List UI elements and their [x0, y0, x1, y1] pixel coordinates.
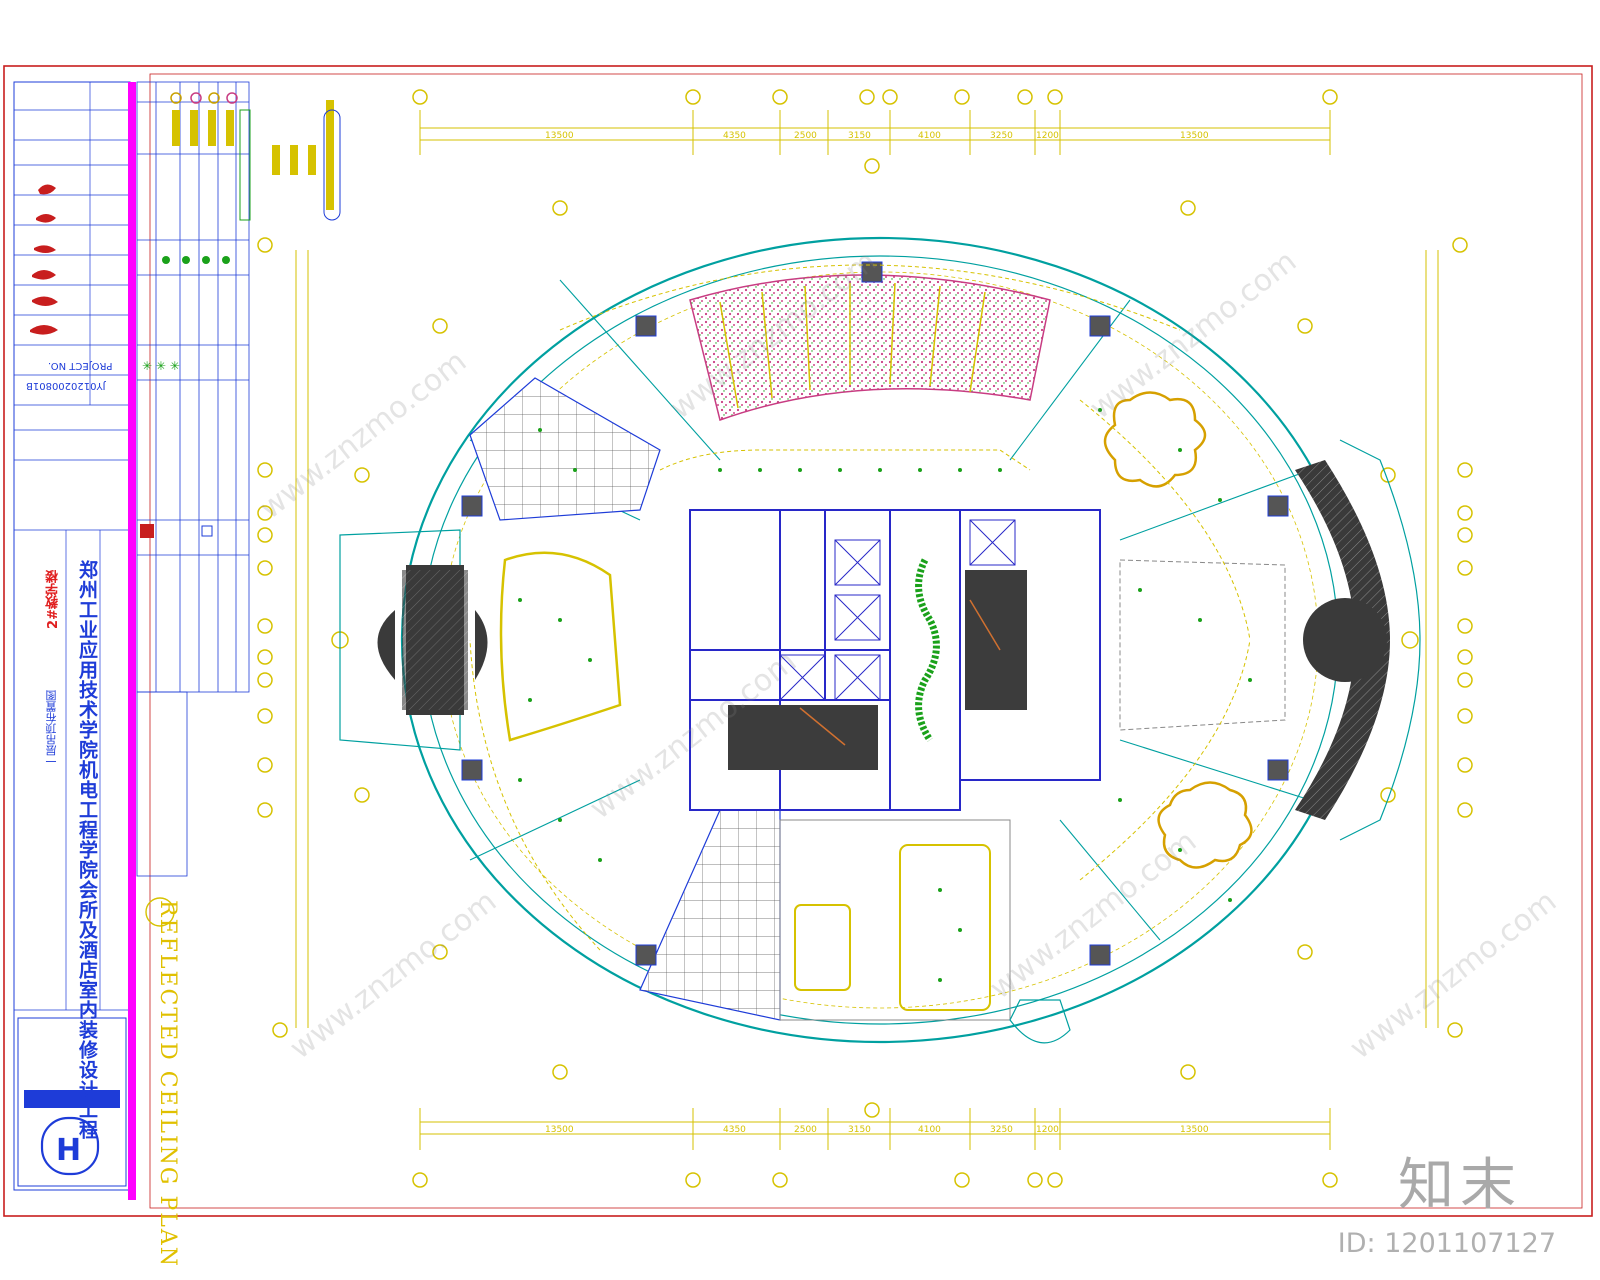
core-dark-rooms: [728, 570, 1027, 770]
wm-url-1: www.znzmo.com: [253, 344, 473, 526]
dim-top-6: 1200: [1036, 131, 1059, 141]
light-fixtures: [518, 408, 1252, 982]
grid-ceiling-upper-left: [469, 377, 661, 521]
wm-url-7: www.znzmo.com: [1343, 884, 1563, 1066]
dim-top-4: 4100: [918, 131, 941, 141]
drawing-number: JY0120200801B: [26, 380, 106, 391]
wm-url-3: www.znzmo.com: [1083, 244, 1303, 426]
drawing-title-en: REFLECTED CEILING PLAN: [155, 900, 180, 1269]
wm-url-6: www.znzmo.com: [283, 884, 503, 1066]
lower-rooms: [779, 819, 1011, 1021]
grid-ceiling-lower-left: [639, 809, 781, 1021]
watermark-brand: 知末: [1398, 1153, 1522, 1218]
dim-top-7: 13500: [1180, 131, 1209, 141]
grid-axis-bubbles: [257, 89, 1473, 1188]
cove-lighting-lines: [469, 264, 1251, 951]
title-block: [13, 81, 131, 1191]
watermark-id: ID: 1201107127: [1337, 1228, 1556, 1259]
project-code-label: PROJECT NO.: [48, 360, 113, 371]
dim-bottom-3: 3150: [848, 1125, 871, 1135]
west-entrance: [339, 529, 488, 751]
floor-label: 2#教学楼: [46, 570, 61, 629]
dim-top-0: 13500: [545, 131, 574, 141]
right-hall-outline: [1119, 559, 1286, 731]
company-logo-icon: H: [24, 1090, 120, 1176]
cloud-feature-top: [1103, 391, 1207, 488]
legend-table: [136, 81, 250, 877]
signature-marks: [30, 184, 58, 335]
magenta-bar: [128, 82, 136, 1200]
sheet-frame: [3, 65, 1593, 1217]
top-dimension-labels: 13500 4350 2500 3150 4100 3250 1200 1350…: [545, 131, 1209, 141]
elevator-shafts: [779, 519, 1016, 701]
feature-ribs: [719, 282, 986, 409]
east-entrance: [1295, 439, 1421, 841]
bottom-dimension-chain: [419, 1108, 1331, 1150]
drawing-index-bubble: [145, 897, 175, 927]
left-lobby-ceiling: [499, 551, 622, 742]
svg-text:✳ ✳ ✳: ✳ ✳ ✳: [142, 359, 180, 373]
dim-top-3: 3150: [848, 131, 871, 141]
top-dimension-chain: [419, 110, 1331, 155]
dim-top-2: 2500: [794, 131, 817, 141]
svg-text:H: H: [56, 1133, 81, 1168]
plant-feature: [915, 558, 940, 742]
columns: [461, 261, 1289, 966]
dim-bottom-0: 13500: [545, 1125, 574, 1135]
legend-symbols: ✳ ✳ ✳: [140, 92, 238, 538]
sheet-label: 一层吊顶布置图: [45, 690, 58, 767]
fixture-schedule: [239, 100, 341, 221]
dim-bottom-2: 2500: [794, 1125, 817, 1135]
dim-bottom-7: 13500: [1180, 1125, 1209, 1135]
project-title: 郑州工业应用技术学院机电工程学院会所及酒店室内装修设计工程: [76, 560, 98, 1140]
south-porch: [1009, 999, 1071, 1044]
wm-url-5: www.znzmo.com: [983, 824, 1203, 1006]
top-ceiling-feature: [689, 274, 1051, 421]
dim-top-5: 3250: [990, 131, 1013, 141]
dim-top-1: 4350: [723, 131, 746, 141]
dim-bottom-1: 4350: [723, 1125, 746, 1135]
dim-bottom-4: 4100: [918, 1125, 941, 1135]
side-dimension-rails: [295, 250, 1439, 1028]
title-block-rows: [14, 82, 130, 1011]
dim-bottom-6: 1200: [1036, 1125, 1059, 1135]
dim-bottom-5: 3250: [990, 1125, 1013, 1135]
bottom-dimension-labels: 13500 4350 2500 3150 4100 3250 1200 1350…: [545, 1125, 1209, 1135]
company-logo-box: [17, 1017, 127, 1187]
inner-frame: [149, 73, 1583, 1209]
cloud-feature-bottom: [1157, 781, 1253, 869]
